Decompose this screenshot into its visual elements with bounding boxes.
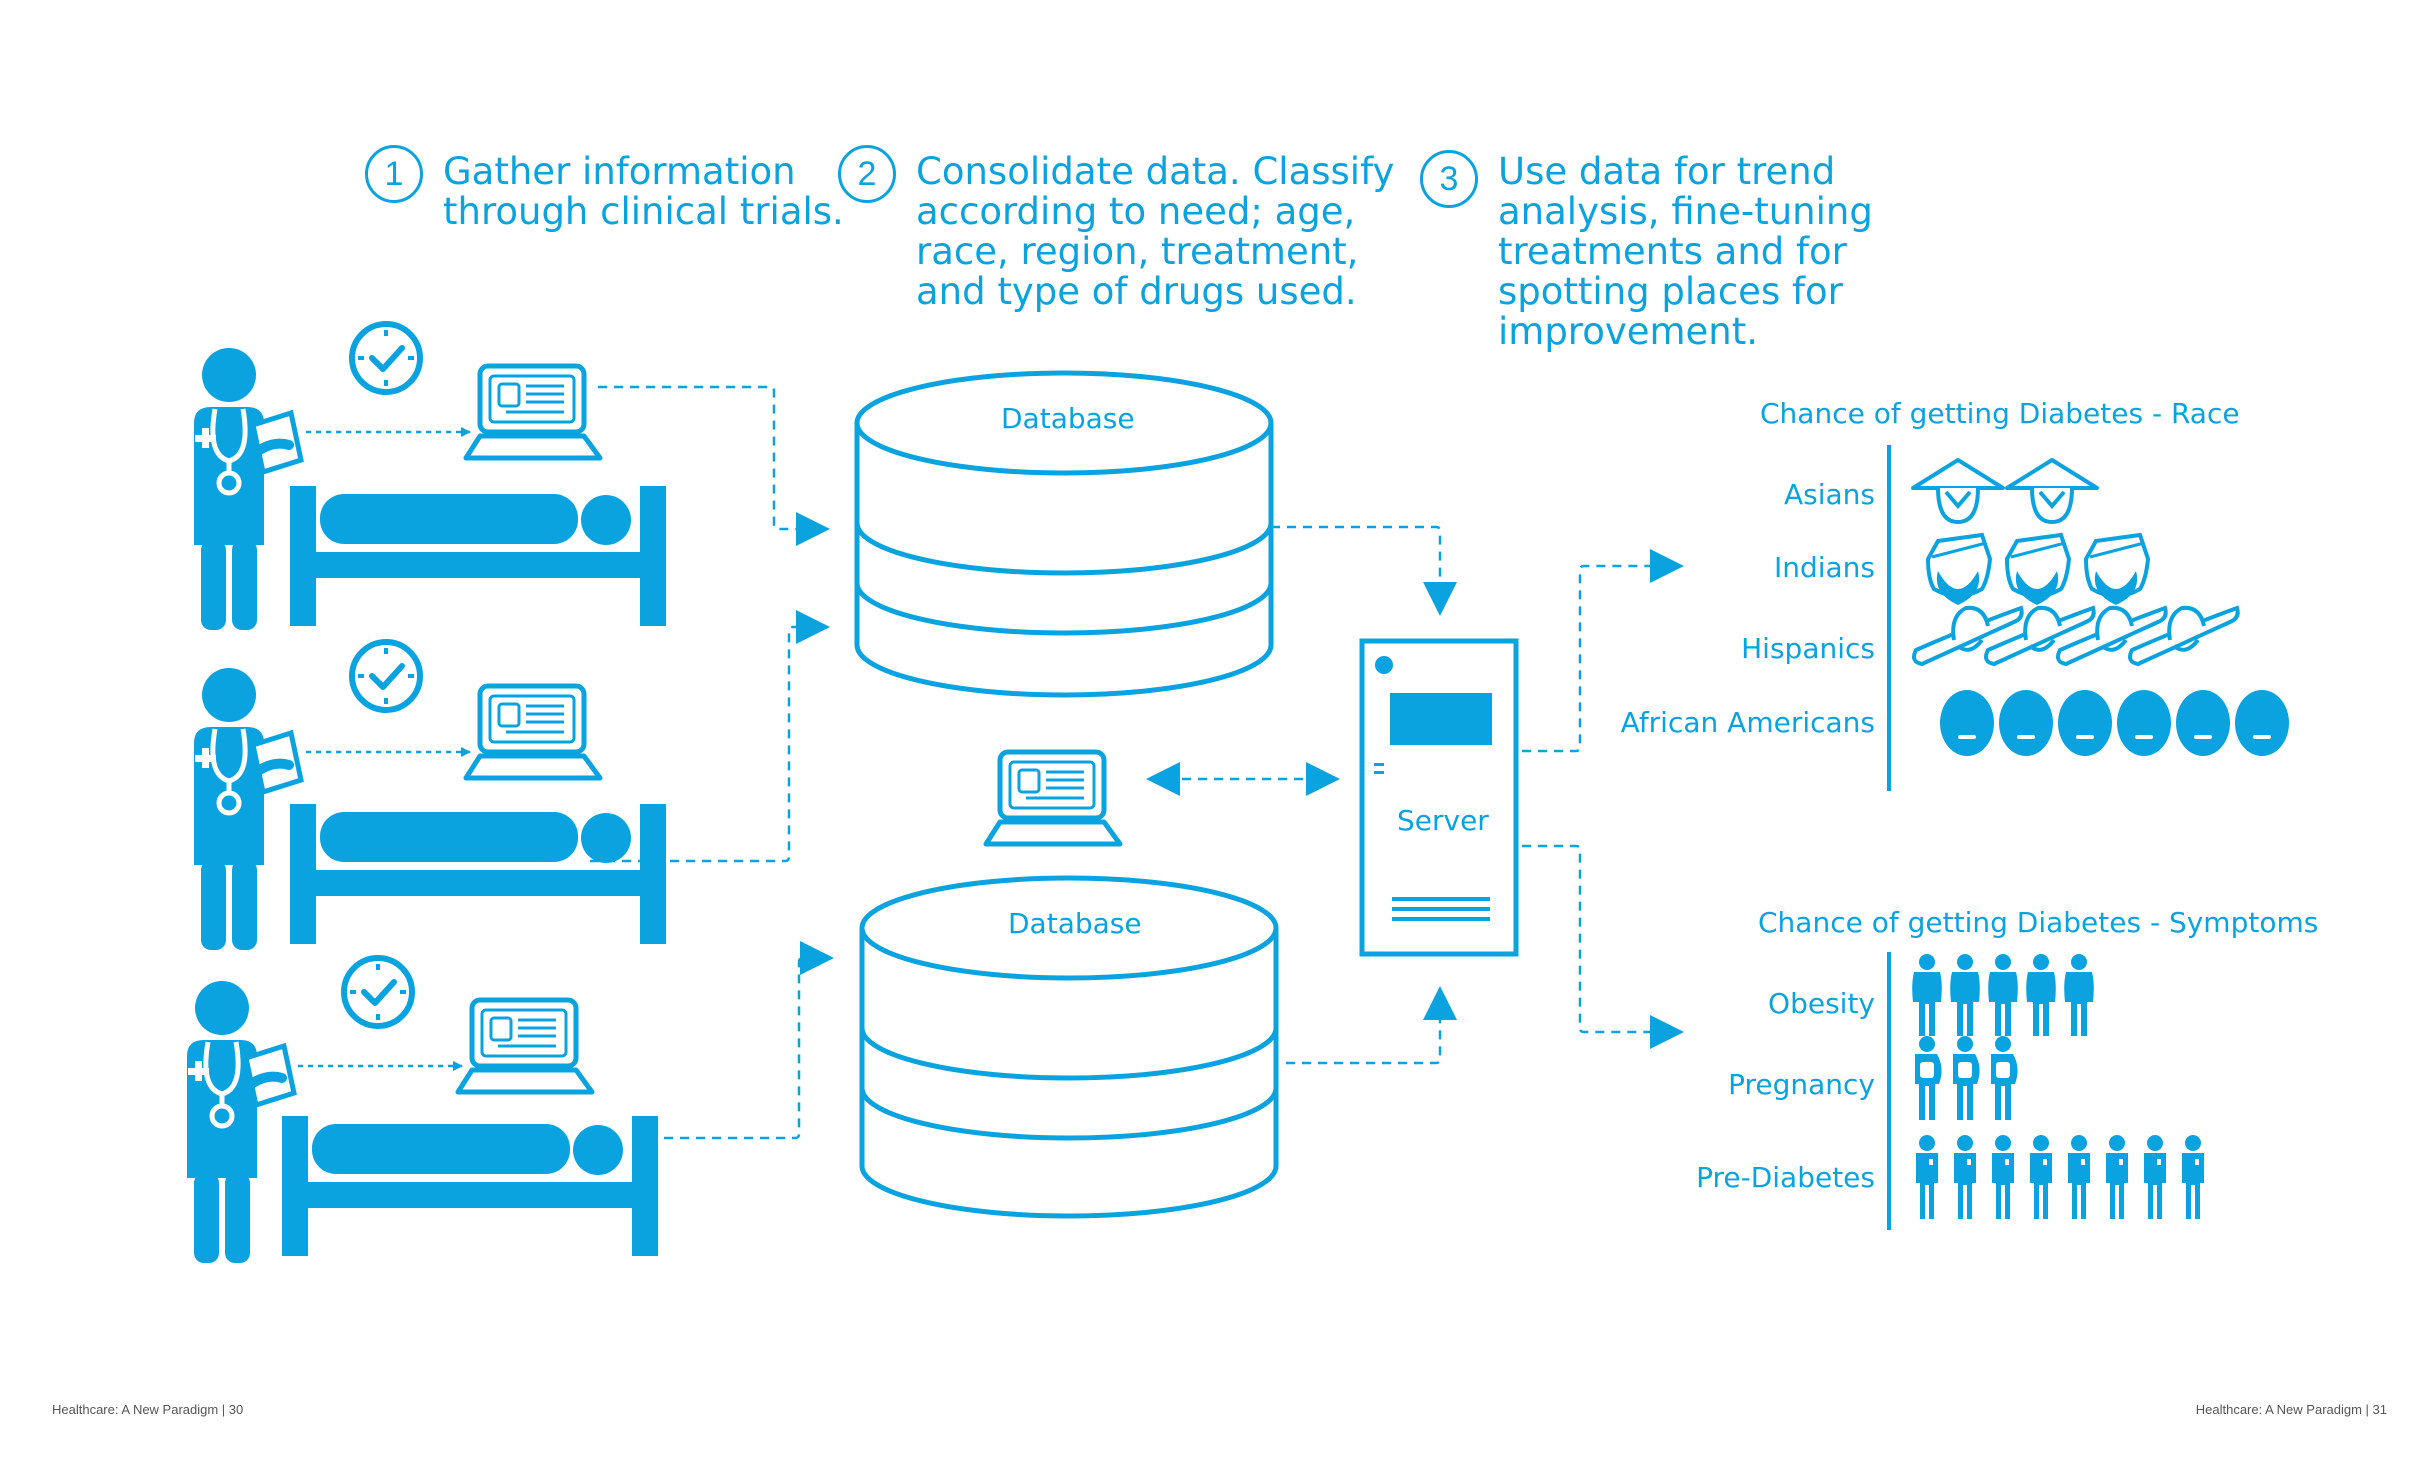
- symptom-panel-title: Chance of getting Diabetes - Symptoms: [1758, 906, 2319, 939]
- african-american-person-icon: [2176, 690, 2230, 756]
- symptom-label-pre-diabetes: Pre-Diabetes: [1696, 1161, 1875, 1194]
- symptom-panel-axis: [1887, 952, 1891, 1230]
- footer-left: Healthcare: A New Paradigm | 30: [52, 1402, 244, 1417]
- african-american-person-icon: [1999, 690, 2053, 756]
- step-number: 3: [1420, 150, 1478, 208]
- clock-icon: [352, 642, 420, 710]
- footer-right: Healthcare: A New Paradigm | 31: [2195, 1402, 2387, 1417]
- prediabetic-person-icon: [2068, 1135, 2090, 1219]
- laptop-icon: [466, 366, 600, 458]
- clock-icon: [352, 324, 420, 392]
- african-american-person-icon: [2058, 690, 2112, 756]
- prediabetic-person-icon: [1992, 1135, 2014, 1219]
- african-american-person-icon: [2117, 690, 2171, 756]
- indian-person-icon: [2084, 533, 2150, 607]
- pregnant-person-icon: [1953, 1036, 1980, 1120]
- race-panel-title: Chance of getting Diabetes - Race: [1760, 397, 2240, 430]
- laptop-icon: [458, 1000, 592, 1092]
- step-text: Consolidate data. Classify according to …: [916, 150, 1395, 313]
- race-panel-axis: [1887, 445, 1891, 791]
- obese-person-icon: [1912, 954, 1942, 1036]
- doctor-icon: [187, 981, 294, 1263]
- pregnant-person-icon: [1991, 1036, 2018, 1120]
- prediabetic-person-icon: [2182, 1135, 2204, 1219]
- database-label: Database: [1008, 907, 1142, 940]
- database-icon: [859, 875, 1279, 1219]
- obese-person-icon: [2026, 954, 2056, 1036]
- step-number: 1: [365, 145, 423, 203]
- step-number: 2: [838, 145, 896, 203]
- symptom-label-pregnancy: Pregnancy: [1728, 1068, 1875, 1101]
- laptop-icon: [466, 686, 600, 778]
- trial-site-3: [187, 958, 658, 1263]
- doctor-icon: [194, 348, 301, 630]
- african-american-person-icon: [2235, 690, 2289, 756]
- bed-icon: [282, 1116, 658, 1256]
- pregnant-person-icon: [1915, 1036, 1942, 1120]
- asian-person-icon: [2005, 458, 2099, 524]
- server-label: Server: [1397, 804, 1489, 837]
- bed-icon: [290, 804, 666, 944]
- african-american-person-icon: [1940, 690, 1994, 756]
- flow-connectors: [590, 385, 1684, 1140]
- indian-person-icon: [1926, 533, 1992, 607]
- race-label-african-americans: African Americans: [1620, 706, 1875, 739]
- step-text: Gather information through clinical tria…: [443, 150, 844, 233]
- clock-icon: [344, 958, 412, 1026]
- database-label: Database: [1001, 402, 1135, 435]
- asian-person-icon: [1911, 458, 2005, 524]
- race-label-indians: Indians: [1773, 551, 1875, 584]
- trial-site-2: [194, 642, 666, 950]
- prediabetic-person-icon: [2030, 1135, 2052, 1219]
- symptom-label-obesity: Obesity: [1768, 987, 1875, 1020]
- server-icon: [1359, 638, 1519, 957]
- race-label-asians: Asians: [1783, 478, 1875, 511]
- doctor-icon: [194, 668, 301, 950]
- obese-person-icon: [2064, 954, 2094, 1036]
- prediabetic-person-icon: [2144, 1135, 2166, 1219]
- obese-person-icon: [1988, 954, 2018, 1036]
- symptom-icons: [1912, 954, 2204, 1219]
- prediabetic-person-icon: [2106, 1135, 2128, 1219]
- prediabetic-person-icon: [1916, 1135, 1938, 1219]
- race-icons: [1911, 458, 2289, 756]
- laptop-icon: [986, 752, 1120, 844]
- trial-site-1: [194, 324, 666, 630]
- obese-person-icon: [1950, 954, 1980, 1036]
- prediabetic-person-icon: [1954, 1135, 1976, 1219]
- race-label-hispanics: Hispanics: [1741, 632, 1875, 665]
- database-icon: [854, 370, 1274, 698]
- bed-icon: [290, 486, 666, 626]
- step-text: Use data for trend analysis, fine-tuning…: [1498, 150, 1873, 353]
- indian-person-icon: [2005, 533, 2071, 607]
